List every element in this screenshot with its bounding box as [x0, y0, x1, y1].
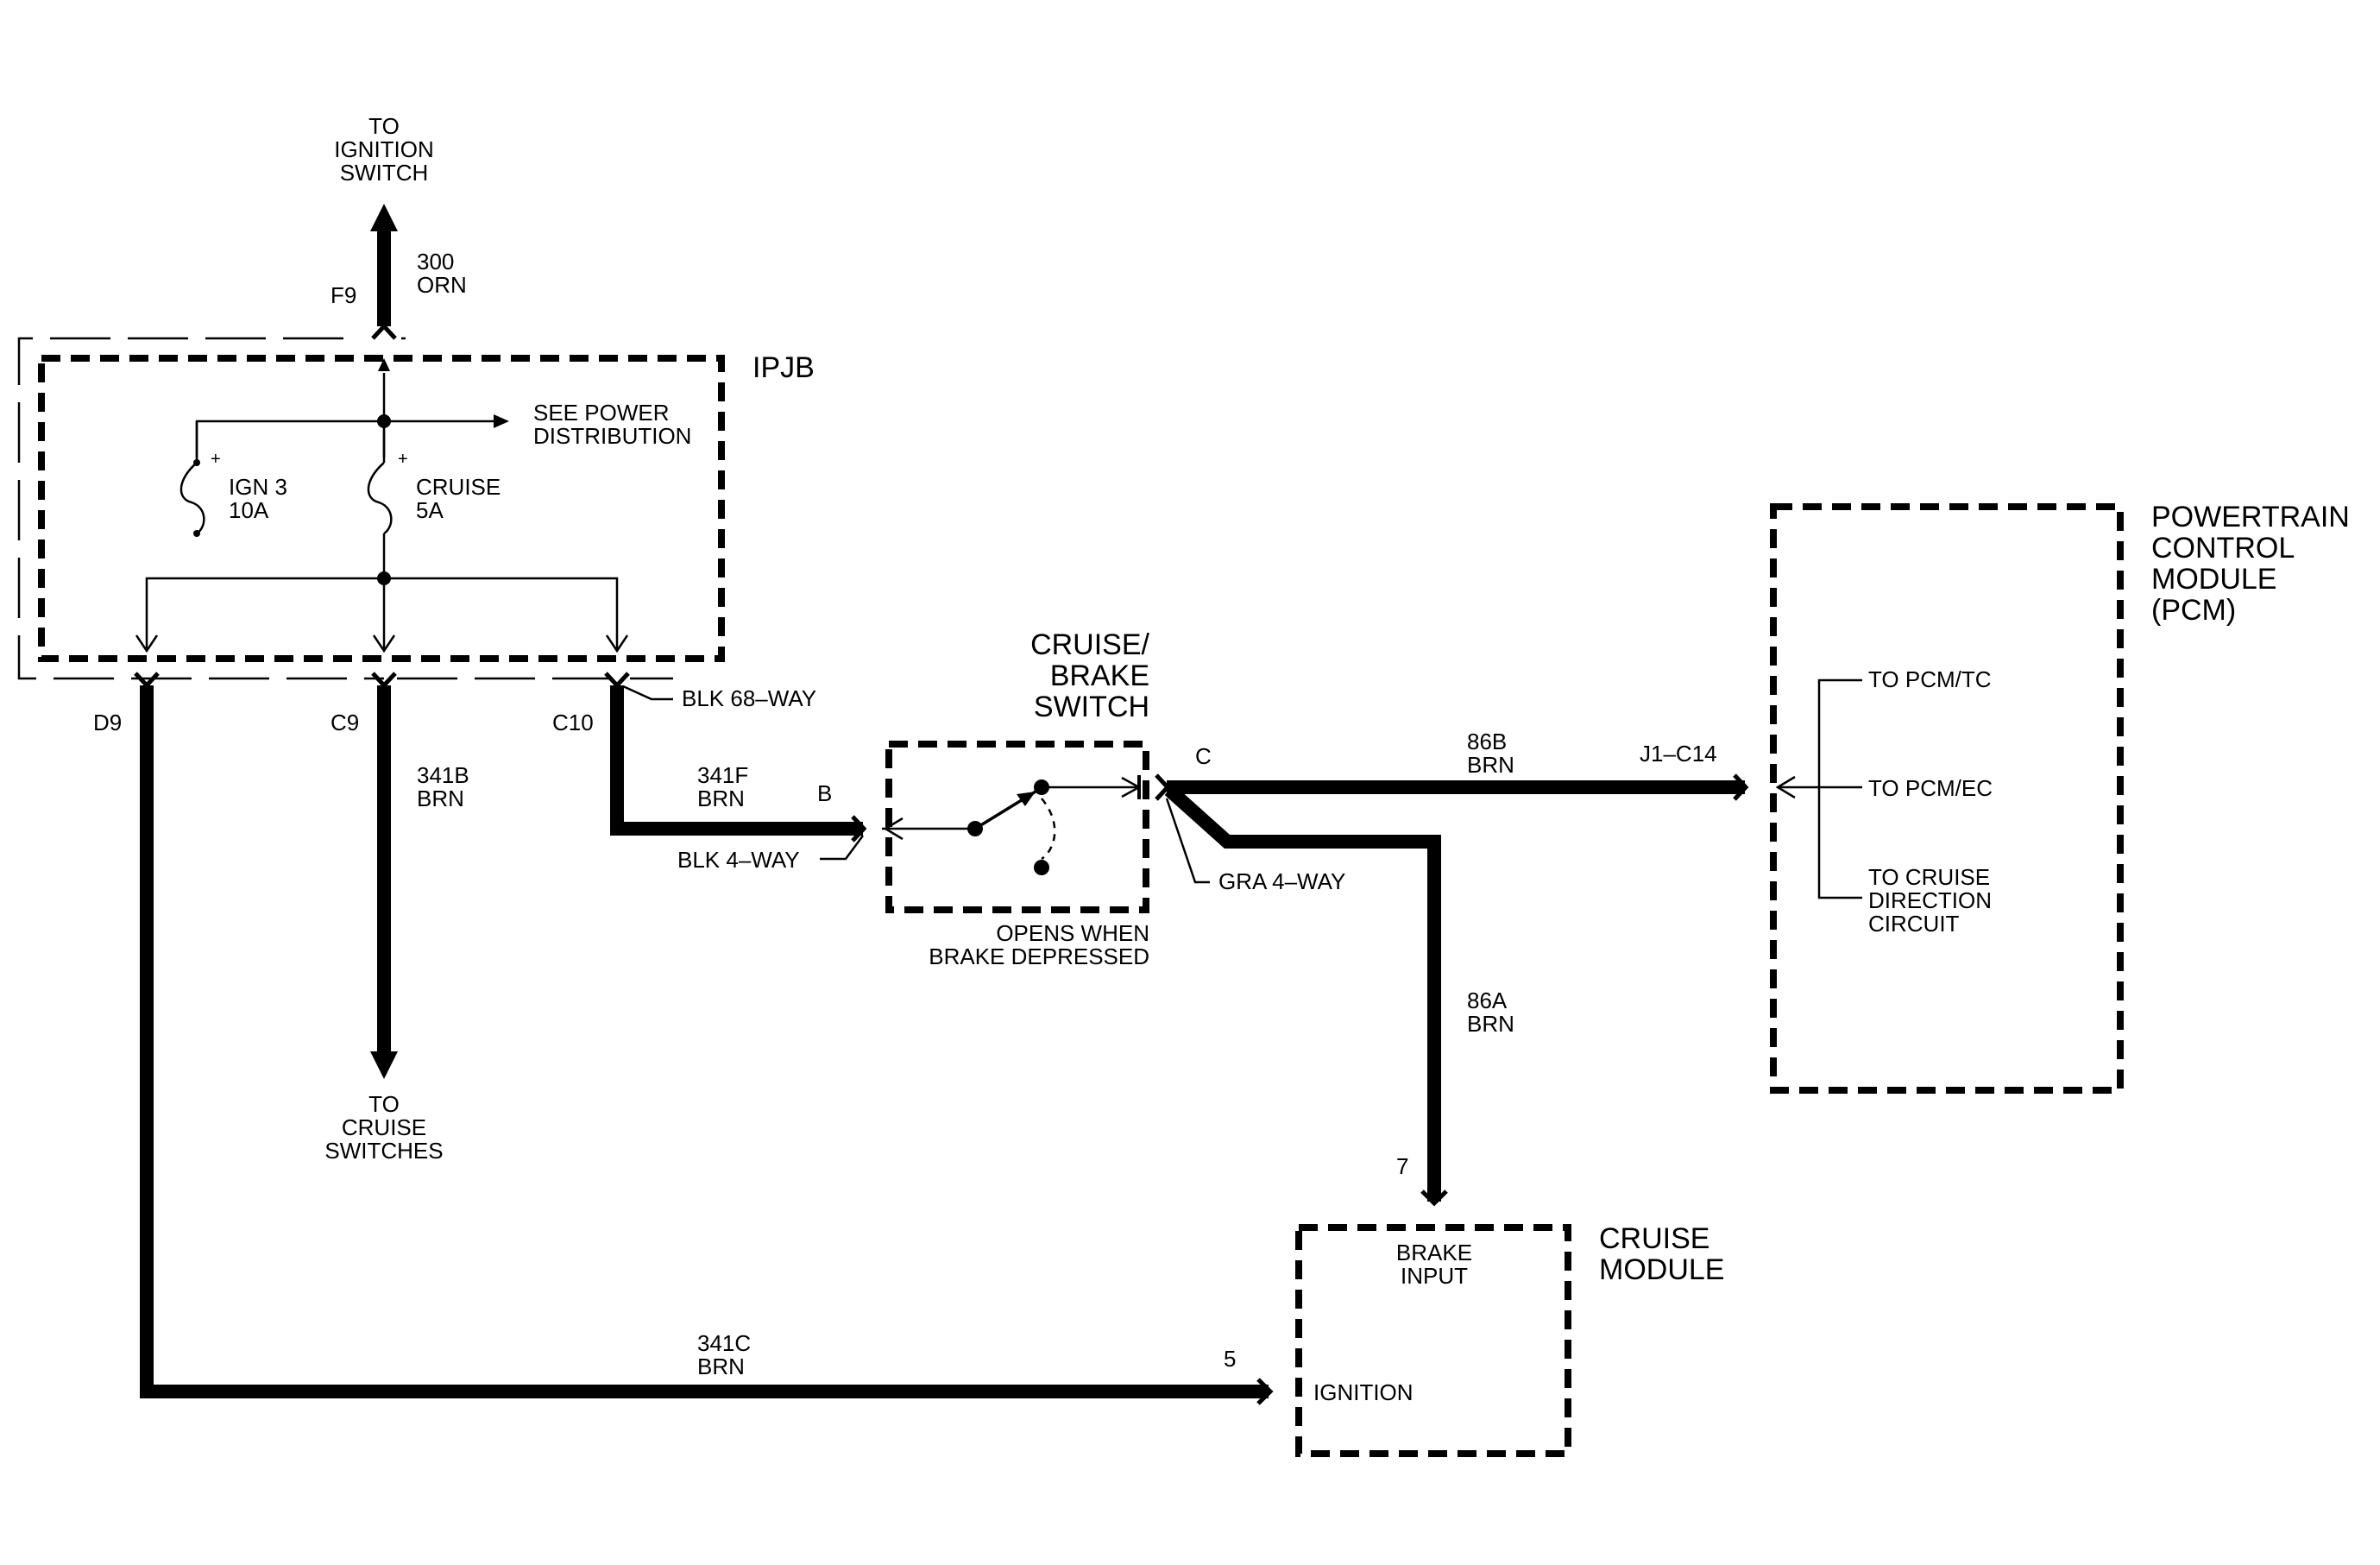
- circuit-86b-id: 86B: [1467, 729, 1507, 754]
- svg-text:(PCM): (PCM): [2151, 594, 2236, 627]
- svg-text:IGNITION: IGNITION: [334, 136, 434, 162]
- to-cruise-switches-label: TO CRUISE SWITCHES: [324, 1091, 443, 1164]
- svg-text:BRAKE: BRAKE: [1396, 1240, 1472, 1265]
- svg-text:TO: TO: [368, 113, 400, 139]
- fuse-cruise-icon: +: [367, 421, 408, 578]
- pin-j1-c14: J1–C14: [1640, 741, 1717, 767]
- arrow-right-icon: [494, 414, 509, 428]
- connector-7-icon: [1420, 1190, 1448, 1207]
- circuit-86b-color: BRN: [1467, 752, 1514, 778]
- svg-text:CRUISE/: CRUISE/: [1030, 628, 1149, 661]
- circuit-86a-wire: [1164, 785, 1441, 1202]
- svg-text:SWITCHES: SWITCHES: [324, 1138, 443, 1164]
- leader-line: [1165, 798, 1210, 884]
- pin-c10: C10: [552, 710, 594, 735]
- svg-text:TO: TO: [368, 1091, 400, 1117]
- see-power-line2: DISTRIBUTION: [533, 423, 691, 449]
- arrow-down-icon: [370, 1051, 398, 1079]
- svg-text:POWERTRAIN: POWERTRAIN: [2151, 501, 2350, 533]
- svg-text:CONTROL: CONTROL: [2151, 532, 2295, 565]
- connector-b-icon: [851, 815, 867, 842]
- fuse-cruise-name: CRUISE: [416, 474, 501, 500]
- fuse-cruise-rating: 5A: [416, 497, 444, 523]
- cruise-module-box: [1295, 1224, 1571, 1457]
- circuit-86a-color: BRN: [1467, 1011, 1514, 1037]
- circuit-341b-color: BRN: [417, 786, 464, 811]
- svg-text:MODULE: MODULE: [1599, 1253, 1724, 1286]
- circuit-341f-id: 341F: [697, 762, 748, 788]
- pcm-to-cruise-direction: TO CRUISE DIRECTION CIRCUIT: [1868, 864, 1992, 937]
- pcm-box: [1770, 503, 2124, 1094]
- brake-switch-note: OPENS WHEN BRAKE DEPRESSED: [929, 920, 1149, 969]
- brake-switch-icon: [882, 775, 1142, 875]
- svg-text:BRAKE: BRAKE: [1050, 659, 1149, 692]
- svg-text:CRUISE: CRUISE: [1599, 1222, 1709, 1255]
- svg-text:DIRECTION: DIRECTION: [1868, 887, 1992, 913]
- ipjb-box: [38, 355, 725, 662]
- brake-switch-title: CRUISE/ BRAKE SWITCH: [1030, 628, 1149, 723]
- svg-text:+: +: [211, 450, 221, 469]
- pin-c: C: [1195, 743, 1212, 769]
- svg-text:OPENS WHEN: OPENS WHEN: [996, 920, 1149, 946]
- ipjb-fuse-bus: [195, 420, 497, 458]
- circuit-341c-wire: [140, 685, 1269, 1398]
- to-ignition-switch-label: TO IGNITION SWITCH: [334, 113, 434, 186]
- circuit-300-color: ORN: [417, 272, 467, 298]
- circuit-300-id: 300: [417, 249, 454, 275]
- ipjb-connector-label: BLK 68–WAY: [682, 685, 816, 711]
- fuse-ign3-name: IGN 3: [229, 474, 287, 500]
- svg-text:CRUISE: CRUISE: [342, 1114, 426, 1140]
- arrow-up-icon: [370, 204, 398, 231]
- pin-c9: C9: [331, 710, 359, 735]
- svg-text:SWITCH: SWITCH: [1034, 691, 1149, 723]
- svg-text:MODULE: MODULE: [2151, 563, 2276, 596]
- circuit-341f-wire: [610, 685, 863, 836]
- svg-text:CIRCUIT: CIRCUIT: [1868, 911, 1960, 937]
- pin-7: 7: [1396, 1153, 1408, 1179]
- pcm-to-ec: TO PCM/EC: [1868, 775, 1993, 801]
- pcm-title: POWERTRAIN CONTROL MODULE (PCM): [2151, 501, 2350, 627]
- svg-text:TO CRUISE: TO CRUISE: [1868, 864, 1990, 890]
- connector-c-icon: [1155, 773, 1171, 801]
- brake-input-label: BRAKE INPUT: [1396, 1240, 1472, 1289]
- connector-j1c14-icon: [1733, 773, 1749, 801]
- circuit-341b-id: 341B: [417, 762, 469, 788]
- ignition-label: IGNITION: [1313, 1379, 1414, 1405]
- pcm-to-tc: TO PCM/TC: [1868, 666, 1992, 692]
- circuit-341c-color: BRN: [697, 1354, 745, 1379]
- connector-f9-icon: [371, 323, 397, 340]
- leader-line: [820, 835, 865, 861]
- svg-text:+: +: [398, 450, 408, 469]
- connector-5-icon: [1256, 1378, 1274, 1405]
- svg-text:INPUT: INPUT: [1401, 1263, 1468, 1289]
- fuse-ign3-icon: +: [179, 421, 221, 537]
- circuit-341f-color: BRN: [697, 786, 745, 811]
- ipjb-outer-outline: [17, 337, 673, 680]
- circuit-86a-id: 86A: [1467, 988, 1508, 1013]
- pcm-internal-lines: [1775, 678, 1862, 899]
- pin-d9: D9: [93, 710, 122, 735]
- pin-5: 5: [1224, 1346, 1236, 1372]
- svg-text:SWITCH: SWITCH: [340, 160, 429, 186]
- blk-4way-label: BLK 4–WAY: [677, 847, 800, 873]
- leader-line: [622, 685, 673, 701]
- output-arrowheads-icon: [135, 634, 629, 653]
- circuit-341c-id: 341C: [697, 1330, 751, 1356]
- cruise-module-title: CRUISE MODULE: [1599, 1222, 1724, 1286]
- ipjb-output-bus: [145, 577, 619, 649]
- gra-4way-label: GRA 4–WAY: [1218, 868, 1345, 894]
- ipjb-title: IPJB: [752, 351, 815, 384]
- brake-switch-box: [885, 741, 1149, 913]
- pin-b: B: [817, 780, 832, 806]
- fuse-ign3-rating: 10A: [229, 497, 269, 523]
- svg-text:BRAKE DEPRESSED: BRAKE DEPRESSED: [929, 943, 1149, 969]
- arrow-up-small-icon: [378, 358, 390, 371]
- pin-f9: F9: [331, 282, 356, 308]
- see-power-line1: SEE POWER: [533, 400, 669, 426]
